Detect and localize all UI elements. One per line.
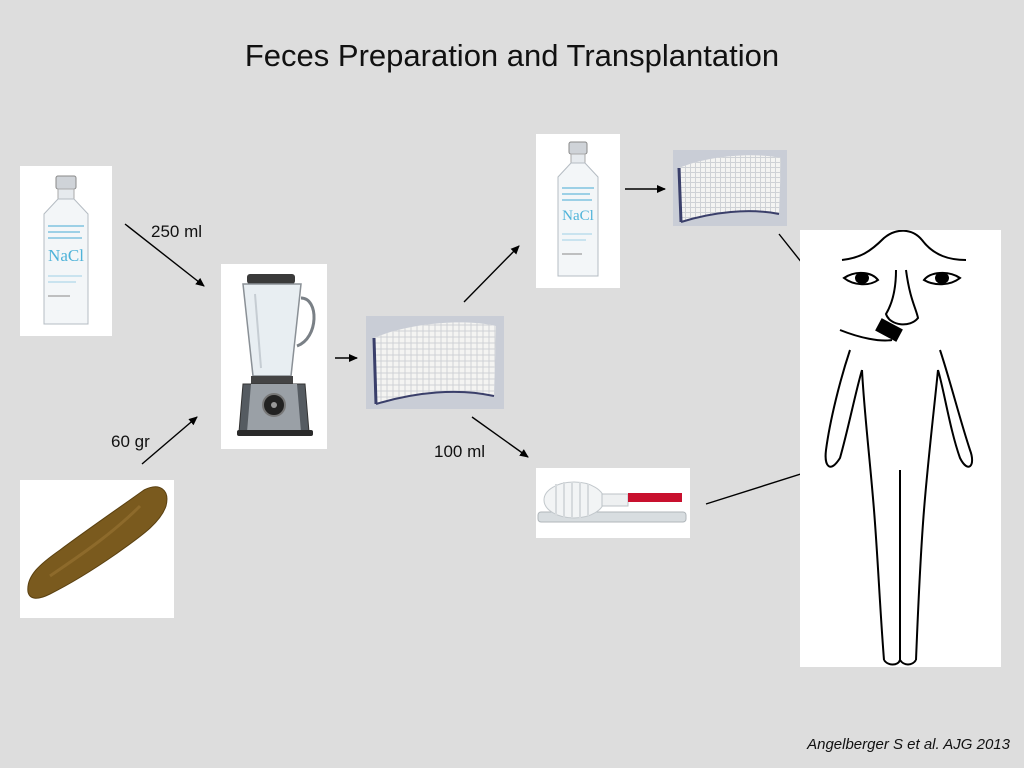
left-body-line	[861, 369, 885, 661]
saline-bottle-2-image: NaCl	[536, 134, 620, 288]
nose	[884, 269, 920, 326]
arrow-stool-to-blender	[141, 416, 198, 465]
inner-left-leg	[883, 470, 901, 666]
nasal-tube	[875, 318, 903, 342]
head-outline	[841, 230, 967, 261]
arrow-gauze-to-enema	[471, 416, 529, 458]
tube-line	[839, 329, 893, 342]
stool-sample-image	[20, 480, 174, 618]
inner-right-leg	[899, 470, 917, 666]
gauze-filter-image	[366, 316, 504, 409]
blender-image	[221, 264, 327, 449]
human-body-diagram	[800, 230, 1001, 667]
arrow-saline-to-blender	[124, 223, 205, 287]
saline-bottle-2-text: NaCl	[562, 208, 594, 224]
right-arm	[937, 349, 974, 468]
saline-bottle-image: NaCl	[20, 166, 112, 336]
left-pupil	[855, 272, 869, 284]
slide-title: Feces Preparation and Transplantation	[244, 38, 780, 73]
right-body-line	[915, 369, 939, 661]
citation: Angelberger S et al. AJG 2013	[807, 736, 1010, 753]
left-arm	[824, 349, 863, 468]
saline-volume-label: 250 ml	[151, 222, 203, 241]
enema-device-image	[536, 468, 690, 538]
stool-mass-label: 60 gr	[111, 432, 150, 451]
saline-bottle-text: NaCl	[48, 246, 84, 265]
right-pupil	[935, 272, 949, 284]
gauze-filter-2-image	[673, 150, 787, 226]
enema-volume-label: 100 ml	[434, 442, 486, 461]
arrow-gauze-to-saline2	[463, 245, 520, 303]
